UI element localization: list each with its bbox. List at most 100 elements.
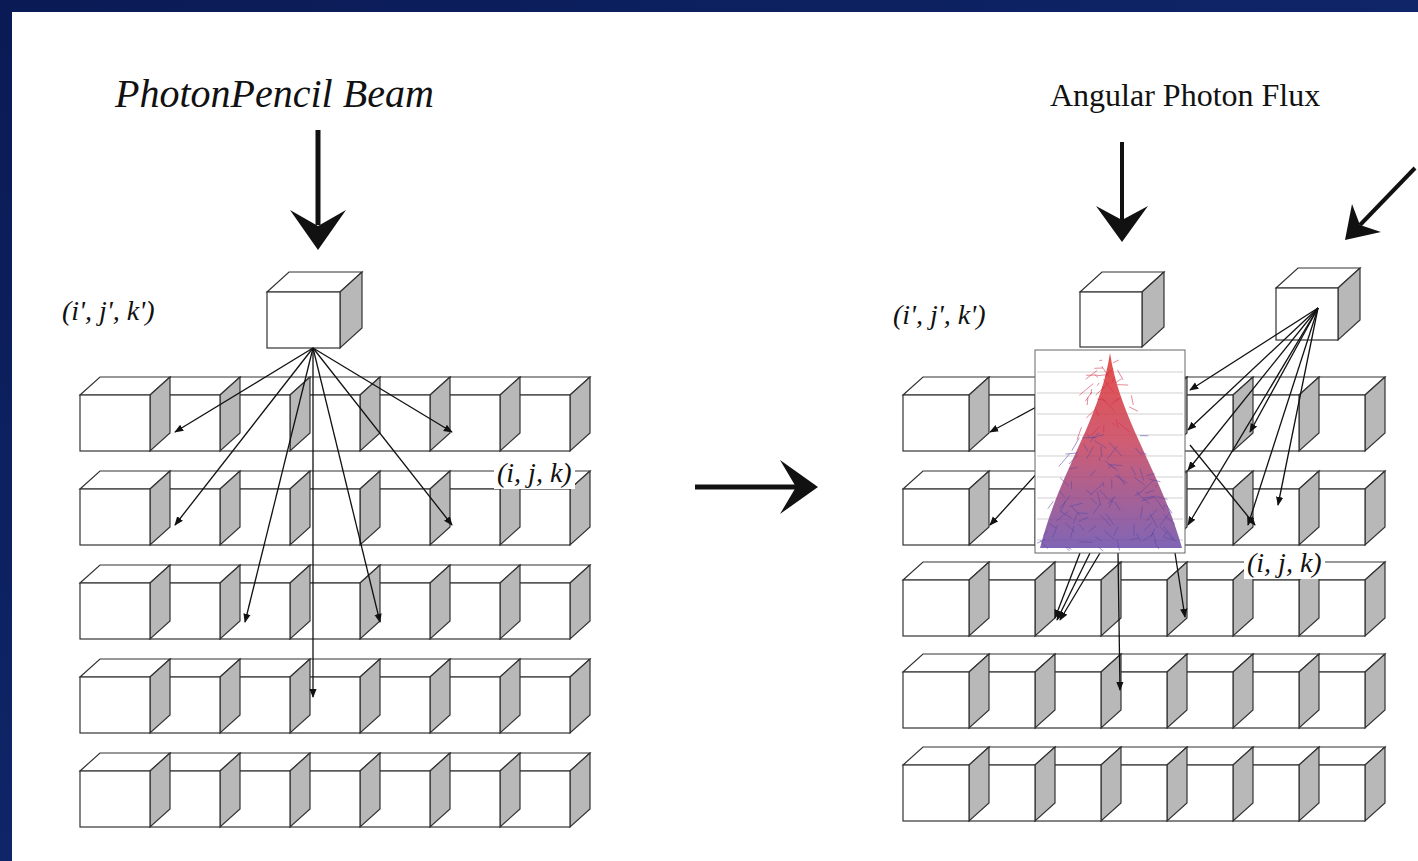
- particle-track: [1150, 514, 1157, 528]
- particle-track: [1097, 492, 1100, 506]
- voxel-side: [1167, 562, 1187, 636]
- voxel-side: [500, 565, 520, 639]
- voxel-front: [80, 489, 150, 545]
- ray-arrow: [1190, 445, 1255, 525]
- particle-track: [1093, 504, 1100, 514]
- voxel-index-label: (i, j, k): [494, 458, 575, 489]
- particle-track: [1097, 399, 1105, 400]
- voxel-row: [80, 753, 590, 827]
- particle-track: [1107, 446, 1117, 459]
- voxel-side: [430, 377, 450, 451]
- voxel-front: [903, 489, 969, 545]
- voxel-side: [360, 565, 380, 639]
- particle-track: [1090, 389, 1092, 394]
- voxel-index-label: (i', j', k'): [893, 300, 986, 331]
- voxel-side: [570, 659, 590, 733]
- particle-track: [1091, 484, 1103, 495]
- voxel-side: [150, 471, 170, 545]
- voxel-side: [1365, 562, 1385, 636]
- voxel-side: [500, 377, 520, 451]
- particle-track: [1143, 496, 1156, 498]
- particle-track: [1098, 547, 1103, 551]
- particle-track: [1117, 370, 1123, 380]
- ray-arrow: [1175, 553, 1185, 617]
- voxel-side: [1233, 654, 1253, 728]
- particle-track: [1157, 497, 1167, 500]
- particle-track: [1095, 537, 1101, 541]
- particle-track: [1091, 498, 1097, 504]
- flux-arrowhead-oblique: [1345, 204, 1381, 240]
- voxel-side: [1233, 377, 1253, 451]
- particle-track: [1091, 470, 1096, 475]
- particle-track: [1115, 379, 1121, 383]
- particle-track: [1095, 407, 1098, 416]
- beam-arrow: [316, 130, 321, 225]
- voxel-side: [360, 471, 380, 545]
- particle-track: [1116, 419, 1118, 428]
- particle-track: [1146, 474, 1155, 476]
- particle-track: [1086, 410, 1094, 418]
- voxel-front: [267, 292, 340, 348]
- voxel-side: [430, 565, 450, 639]
- particle-track: [1108, 496, 1115, 503]
- particle-track: [1160, 512, 1170, 525]
- ray-arrow: [1188, 308, 1318, 470]
- voxel-side: [1233, 747, 1253, 821]
- particle-track: [1089, 526, 1096, 532]
- particle-track: [1087, 446, 1094, 458]
- particle-track: [1100, 490, 1108, 499]
- particle-track: [1060, 511, 1072, 518]
- panel-heading: PhotonPencil Beam: [115, 72, 434, 116]
- voxel-side: [360, 377, 380, 451]
- particle-track: [1118, 474, 1125, 485]
- ray-arrow: [175, 348, 313, 432]
- particle-track: [1044, 531, 1048, 536]
- voxel-front: [80, 395, 150, 451]
- voxel-side: [150, 377, 170, 451]
- particle-track: [1104, 530, 1114, 539]
- particle-track: [1065, 522, 1075, 531]
- voxel-side: [969, 747, 989, 821]
- voxel-side: [220, 471, 240, 545]
- voxel-front: [903, 580, 969, 636]
- particle-track: [1083, 444, 1088, 451]
- particle-track: [1103, 482, 1104, 487]
- particle-track: [1163, 505, 1165, 508]
- particle-track: [1109, 442, 1122, 456]
- particle-track: [1112, 377, 1115, 383]
- voxel-row: [80, 659, 590, 733]
- voxel-side: [360, 753, 380, 827]
- ray-arrow: [313, 348, 452, 525]
- voxel-side: [150, 753, 170, 827]
- flux-arrowhead: [1096, 206, 1148, 242]
- voxel-side: [570, 377, 590, 451]
- voxel-index-label: (i', j', k'): [62, 296, 155, 327]
- voxel-side: [290, 377, 310, 451]
- ray-arrow: [1248, 308, 1318, 525]
- particle-track: [1079, 524, 1084, 530]
- particle-track: [1129, 407, 1138, 411]
- voxel-side: [570, 565, 590, 639]
- voxel-side: [1365, 654, 1385, 728]
- voxel-front: [80, 771, 150, 827]
- particle-track: [1099, 360, 1102, 361]
- particle-track: [1111, 398, 1118, 404]
- voxel-side: [1365, 471, 1385, 545]
- particle-track: [1048, 501, 1054, 509]
- voxel-side: [1101, 654, 1121, 728]
- voxel-side: [1035, 747, 1055, 821]
- ray-arrow: [175, 348, 313, 525]
- particle-track: [1131, 395, 1133, 405]
- particle-track: [1065, 453, 1077, 454]
- voxel-side: [340, 272, 362, 348]
- particle-track: [1071, 481, 1072, 489]
- particle-track: [1059, 454, 1070, 467]
- particle-track: [1101, 446, 1102, 457]
- particle-track: [1155, 485, 1156, 487]
- particle-track: [1131, 467, 1136, 476]
- voxel-side: [290, 753, 310, 827]
- particle-track: [1097, 375, 1107, 376]
- particle-track: [1077, 427, 1081, 439]
- particle-track: [1103, 425, 1104, 432]
